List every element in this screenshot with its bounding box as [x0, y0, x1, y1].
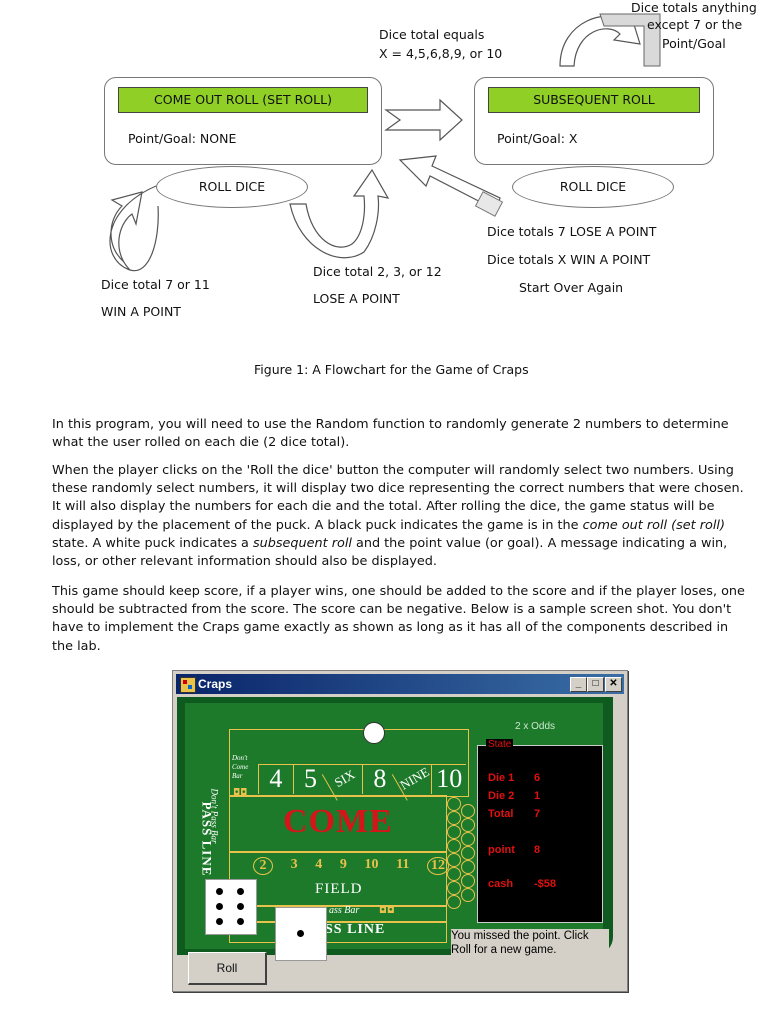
state-label: State: [486, 739, 513, 750]
number-row: 4 5 SIX 8 NINE 10: [258, 764, 466, 794]
number-5[interactable]: 5: [293, 764, 328, 794]
proposition-circles: [447, 797, 477, 923]
pip: [216, 888, 223, 895]
app-icon: [180, 677, 196, 693]
puck: [363, 722, 385, 744]
pass-line-bottom-label: SS LINE: [325, 922, 385, 938]
dont-pass-bar-vertical: Don't Pass Bar: [209, 789, 219, 844]
state-row-label: Die 1: [488, 772, 514, 784]
field-numbers: 2 3 4 9 10 11 12: [253, 857, 449, 875]
field-number-4: 4: [315, 857, 322, 875]
field-number-3: 3: [291, 857, 298, 875]
paragraph-random: In this program, you will need to use th…: [52, 416, 752, 452]
close-button[interactable]: ✕: [605, 677, 622, 692]
state-row-label: point: [488, 844, 515, 856]
come-label[interactable]: COME: [283, 803, 393, 841]
transition-label-line1: Dice total equals: [379, 27, 484, 42]
field-number-2: 2: [253, 857, 273, 875]
state-row-label: Die 2: [488, 790, 514, 802]
transition-label-line2: X = 4,5,6,8,9, or 10: [379, 46, 502, 61]
lose-curl-arrow-icon: [290, 170, 388, 258]
number-8[interactable]: 8: [362, 764, 397, 794]
lose-label-line2: LOSE A POINT: [313, 291, 400, 306]
state-panel: State Die 1 6 Die 2 1 Total 7 point 8 ca…: [477, 745, 603, 923]
odds-label: 2 x Odds: [515, 721, 555, 732]
state-row-value: 1: [534, 790, 540, 802]
field-number-10: 10: [365, 857, 379, 875]
pip: [216, 903, 223, 910]
win-label-line2: WIN A POINT: [101, 304, 181, 319]
back-label-line2: Dice totals X WIN A POINT: [487, 252, 650, 267]
back-label-line3: Start Over Again: [519, 280, 623, 295]
state-row-label: Total: [488, 808, 513, 820]
win-label-line1: Dice total 7 or 11: [101, 277, 210, 292]
figure-caption: Figure 1: A Flowchart for the Game of Cr…: [254, 362, 529, 377]
grid-top-row: [258, 730, 466, 765]
window-title: Craps: [198, 674, 232, 694]
number-4[interactable]: 4: [258, 764, 293, 794]
die-2: [275, 907, 327, 961]
state-row-value: 7: [534, 808, 540, 820]
win-curl-arrow-icon: [110, 186, 156, 270]
dont-come-bar: Don't Come Bar: [232, 754, 254, 781]
paragraph-roll-dice: When the player clicks on the 'Roll the …: [52, 462, 752, 571]
die-1: [205, 879, 257, 935]
field-number-11: 11: [396, 857, 409, 875]
roll-button[interactable]: Roll: [188, 952, 267, 985]
lose-label-line1: Dice total 2, 3, or 12: [313, 264, 442, 279]
state-row-value: 8: [534, 844, 540, 856]
field-label: FIELD: [315, 881, 363, 898]
pip: [237, 918, 244, 925]
craps-window: Craps _ □ ✕ 2 x Odds PASS LINE Don't Pas…: [172, 670, 628, 992]
title-bar: Craps _ □ ✕: [176, 674, 624, 694]
loop-label-line3: Point/Goal: [662, 36, 726, 51]
loop-label-line2: except 7 or the: [647, 17, 742, 32]
status-message: You missed the point. Click Roll for a n…: [451, 929, 609, 973]
pip: [297, 930, 304, 937]
state-row-value: 6: [534, 772, 540, 784]
field-number-12: 12: [427, 857, 449, 875]
state-row-label: cash: [488, 878, 513, 890]
number-10[interactable]: 10: [431, 764, 466, 794]
pass-bar-label: ass Bar: [329, 905, 359, 916]
pip: [237, 903, 244, 910]
state-row-value: -$58: [534, 878, 556, 890]
minimize-button[interactable]: _: [570, 677, 587, 692]
pip: [216, 918, 223, 925]
field-number-9: 9: [340, 857, 347, 875]
maximize-button[interactable]: □: [587, 677, 604, 692]
pass-bar-chips-icon: ◘◘: [379, 905, 395, 916]
transition-arrow-icon: [386, 100, 462, 140]
loop-label-line1: Dice totals anything: [631, 0, 757, 15]
window-client: 2 x Odds PASS LINE Don't Pass Bar Don't …: [177, 697, 623, 987]
back-label-line1: Dice totals 7 LOSE A POINT: [487, 224, 656, 239]
pip: [237, 888, 244, 895]
number-boxes: Don't Come Bar 4 5 SIX 8 NINE 10 ◘◘: [229, 729, 469, 797]
paragraph-score: This game should keep score, if a player…: [52, 583, 752, 656]
